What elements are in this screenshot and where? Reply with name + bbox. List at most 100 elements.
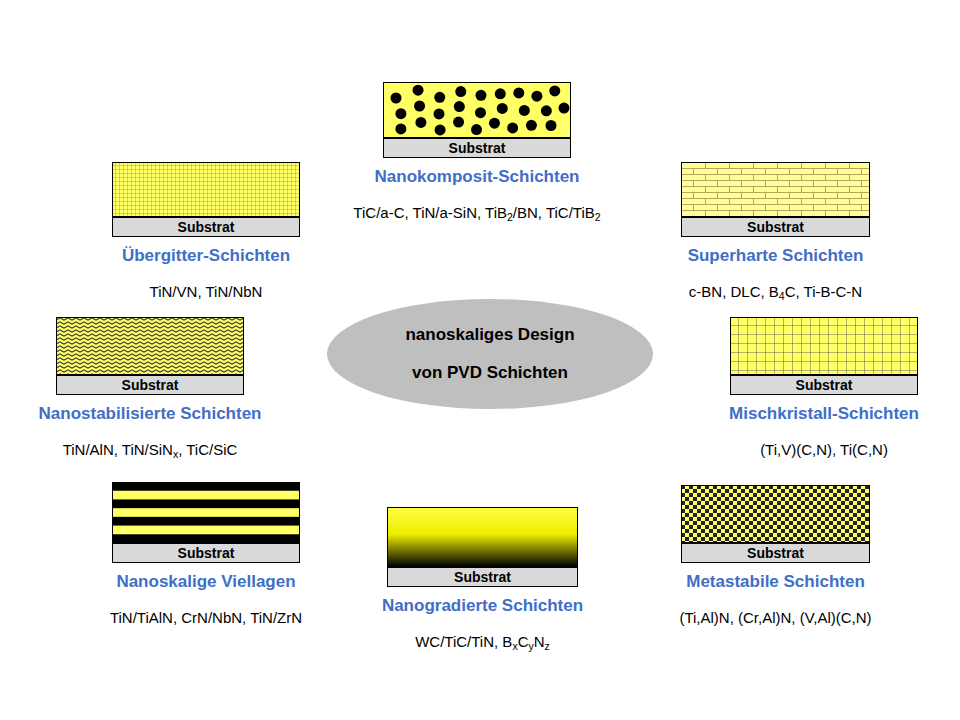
substrate-band: Substrat [56,375,244,395]
formula-part: /BN, TiC/TiB [513,204,595,221]
layer-outline [113,163,300,217]
ellipse [327,299,653,409]
coating-type-heading: Nanokomposit-Schichten [375,167,580,187]
layer-fill [112,482,300,543]
particle-dot [497,103,508,114]
coating-panel: SubstratMetastabile Schichten(Ti,Al)N, (… [681,485,870,563]
substrate-label: Substrat [178,219,235,235]
coating-panel: SubstratÜbergitter-SchichtenTiN/VN, TiN/… [112,162,300,237]
substrate-label: Substrat [747,219,804,235]
formula-part: C, Ti-B-C-N [785,283,863,300]
formula-part: (Ti,Al)N, (Cr,Al)N, (V,Al)(C,N) [679,609,871,626]
formula-part: , TiC/SiC [178,441,237,458]
coating-panel: SubstratNanoskalige ViellagenTiN/TiAlN, … [112,482,300,563]
substrate-label: Substrat [796,377,853,393]
layer-outline [731,318,918,375]
subscript: x [173,448,178,460]
substrate-band: Substrat [112,217,300,237]
coating-panel: SubstratNanostabilisierte SchichtenTiN/A… [56,317,244,395]
material-examples: TiN/TiAlN, CrN/NbN, TiN/ZrN [110,609,302,627]
formula-part: c-BN, DLC, B [689,283,779,300]
substrate-label: Substrat [122,377,179,393]
particle-dot [489,118,500,129]
subscript: z [545,640,550,652]
material-examples: TiC/a-C, TiN/a-SiN, TiB2/BN, TiC/TiB2 [353,204,600,222]
particle-dot [413,85,424,96]
formula-part: TiC/a-C, TiN/a-SiN, TiB [353,204,507,221]
material-examples: TiN/VN, TiN/NbN [150,283,263,301]
center-ellipse: nanoskaliges Design von PVD Schichten [327,299,653,409]
substrate-band: Substrat [681,217,870,237]
layer-outline [384,83,571,138]
formula-part: C [518,633,529,650]
coating-type-heading: Übergitter-Schichten [122,246,290,266]
formula-part: (Ti,V)(C,N), Ti(C,N) [760,441,888,458]
ellipse-shape [327,299,653,409]
substrate-band: Substrat [383,138,571,158]
coating-type-heading: Nanostabilisierte Schichten [39,404,262,424]
subscript: 4 [779,290,785,302]
material-examples: WC/TiC/TiN, BxCyNz [415,633,550,651]
layer-fill [113,163,300,217]
coating-type-heading: Superharte Schichten [688,246,864,266]
particle-dot [495,88,506,99]
material-examples: (Ti,V)(C,N), Ti(C,N) [760,441,888,459]
coating-illustration [387,507,578,567]
coating-illustration [56,317,244,375]
layer-outline [682,163,870,217]
coating-illustration [730,317,918,375]
subscript: 2 [507,211,513,223]
particle-dot [549,85,560,96]
layer-stripe [112,482,300,491]
subscript: 2 [595,211,601,223]
subscript: x [512,640,517,652]
substrate-label: Substrat [747,545,804,561]
particle-dot [414,101,425,112]
coating-illustration [112,162,300,217]
coating-illustration [681,485,870,543]
layer-fill [388,508,578,567]
coating-illustration [681,162,870,217]
particle-dot [395,108,406,119]
particle-dot [395,123,406,134]
center-title: nanoskaliges Design von PVD Schichten [395,316,585,392]
coating-illustration [112,482,300,543]
particle-dot [454,101,465,112]
substrate-band: Substrat [730,375,918,395]
layer-outline [113,483,300,543]
layer-fill [682,163,870,217]
layer-stripe [112,517,300,526]
coating-panel: SubstratMischkristall-Schichten(Ti,V)(C,… [730,317,918,395]
particle-dot [434,92,445,103]
layer-fill [682,486,870,543]
particle-dot [519,105,530,116]
particle-dot [415,117,426,128]
particle-dot [471,124,482,135]
coating-type-heading: Nanogradierte Schichten [382,596,583,616]
particle-dot [526,120,537,131]
particle-dot [541,105,552,116]
coating-panel: SubstratSuperharte Schichtenc-BN, DLC, B… [681,162,870,237]
formula-part: TiN/AlN, TiN/SiN [63,441,173,458]
substrate-band: Substrat [112,543,300,563]
coating-panel: SubstratNanogradierte SchichtenWC/TiC/Ti… [387,507,578,587]
layer-fill [57,318,244,375]
particle-dot [453,117,464,128]
coating-panel: SubstratNanokomposit-SchichtenTiC/a-C, T… [383,82,571,158]
layer-outline [682,486,870,543]
substrate-label: Substrat [454,569,511,585]
particle-dot [513,87,524,98]
layer-fill [384,83,571,138]
particle-dot [435,124,446,135]
formula-part: N [534,633,545,650]
layer-outline [57,318,244,375]
layer-stripe [112,534,300,543]
particle-dot [475,107,486,118]
layer-stripe [112,499,300,508]
formula-part: TiN/TiAlN, CrN/NbN, TiN/ZrN [110,609,302,626]
material-examples: TiN/AlN, TiN/SiNx, TiC/SiC [63,441,238,459]
particle-dot [531,91,542,102]
particle-dot [507,122,518,133]
material-examples: c-BN, DLC, B4C, Ti-B-C-N [689,283,862,301]
formula-part: TiN/VN, TiN/NbN [150,283,263,300]
